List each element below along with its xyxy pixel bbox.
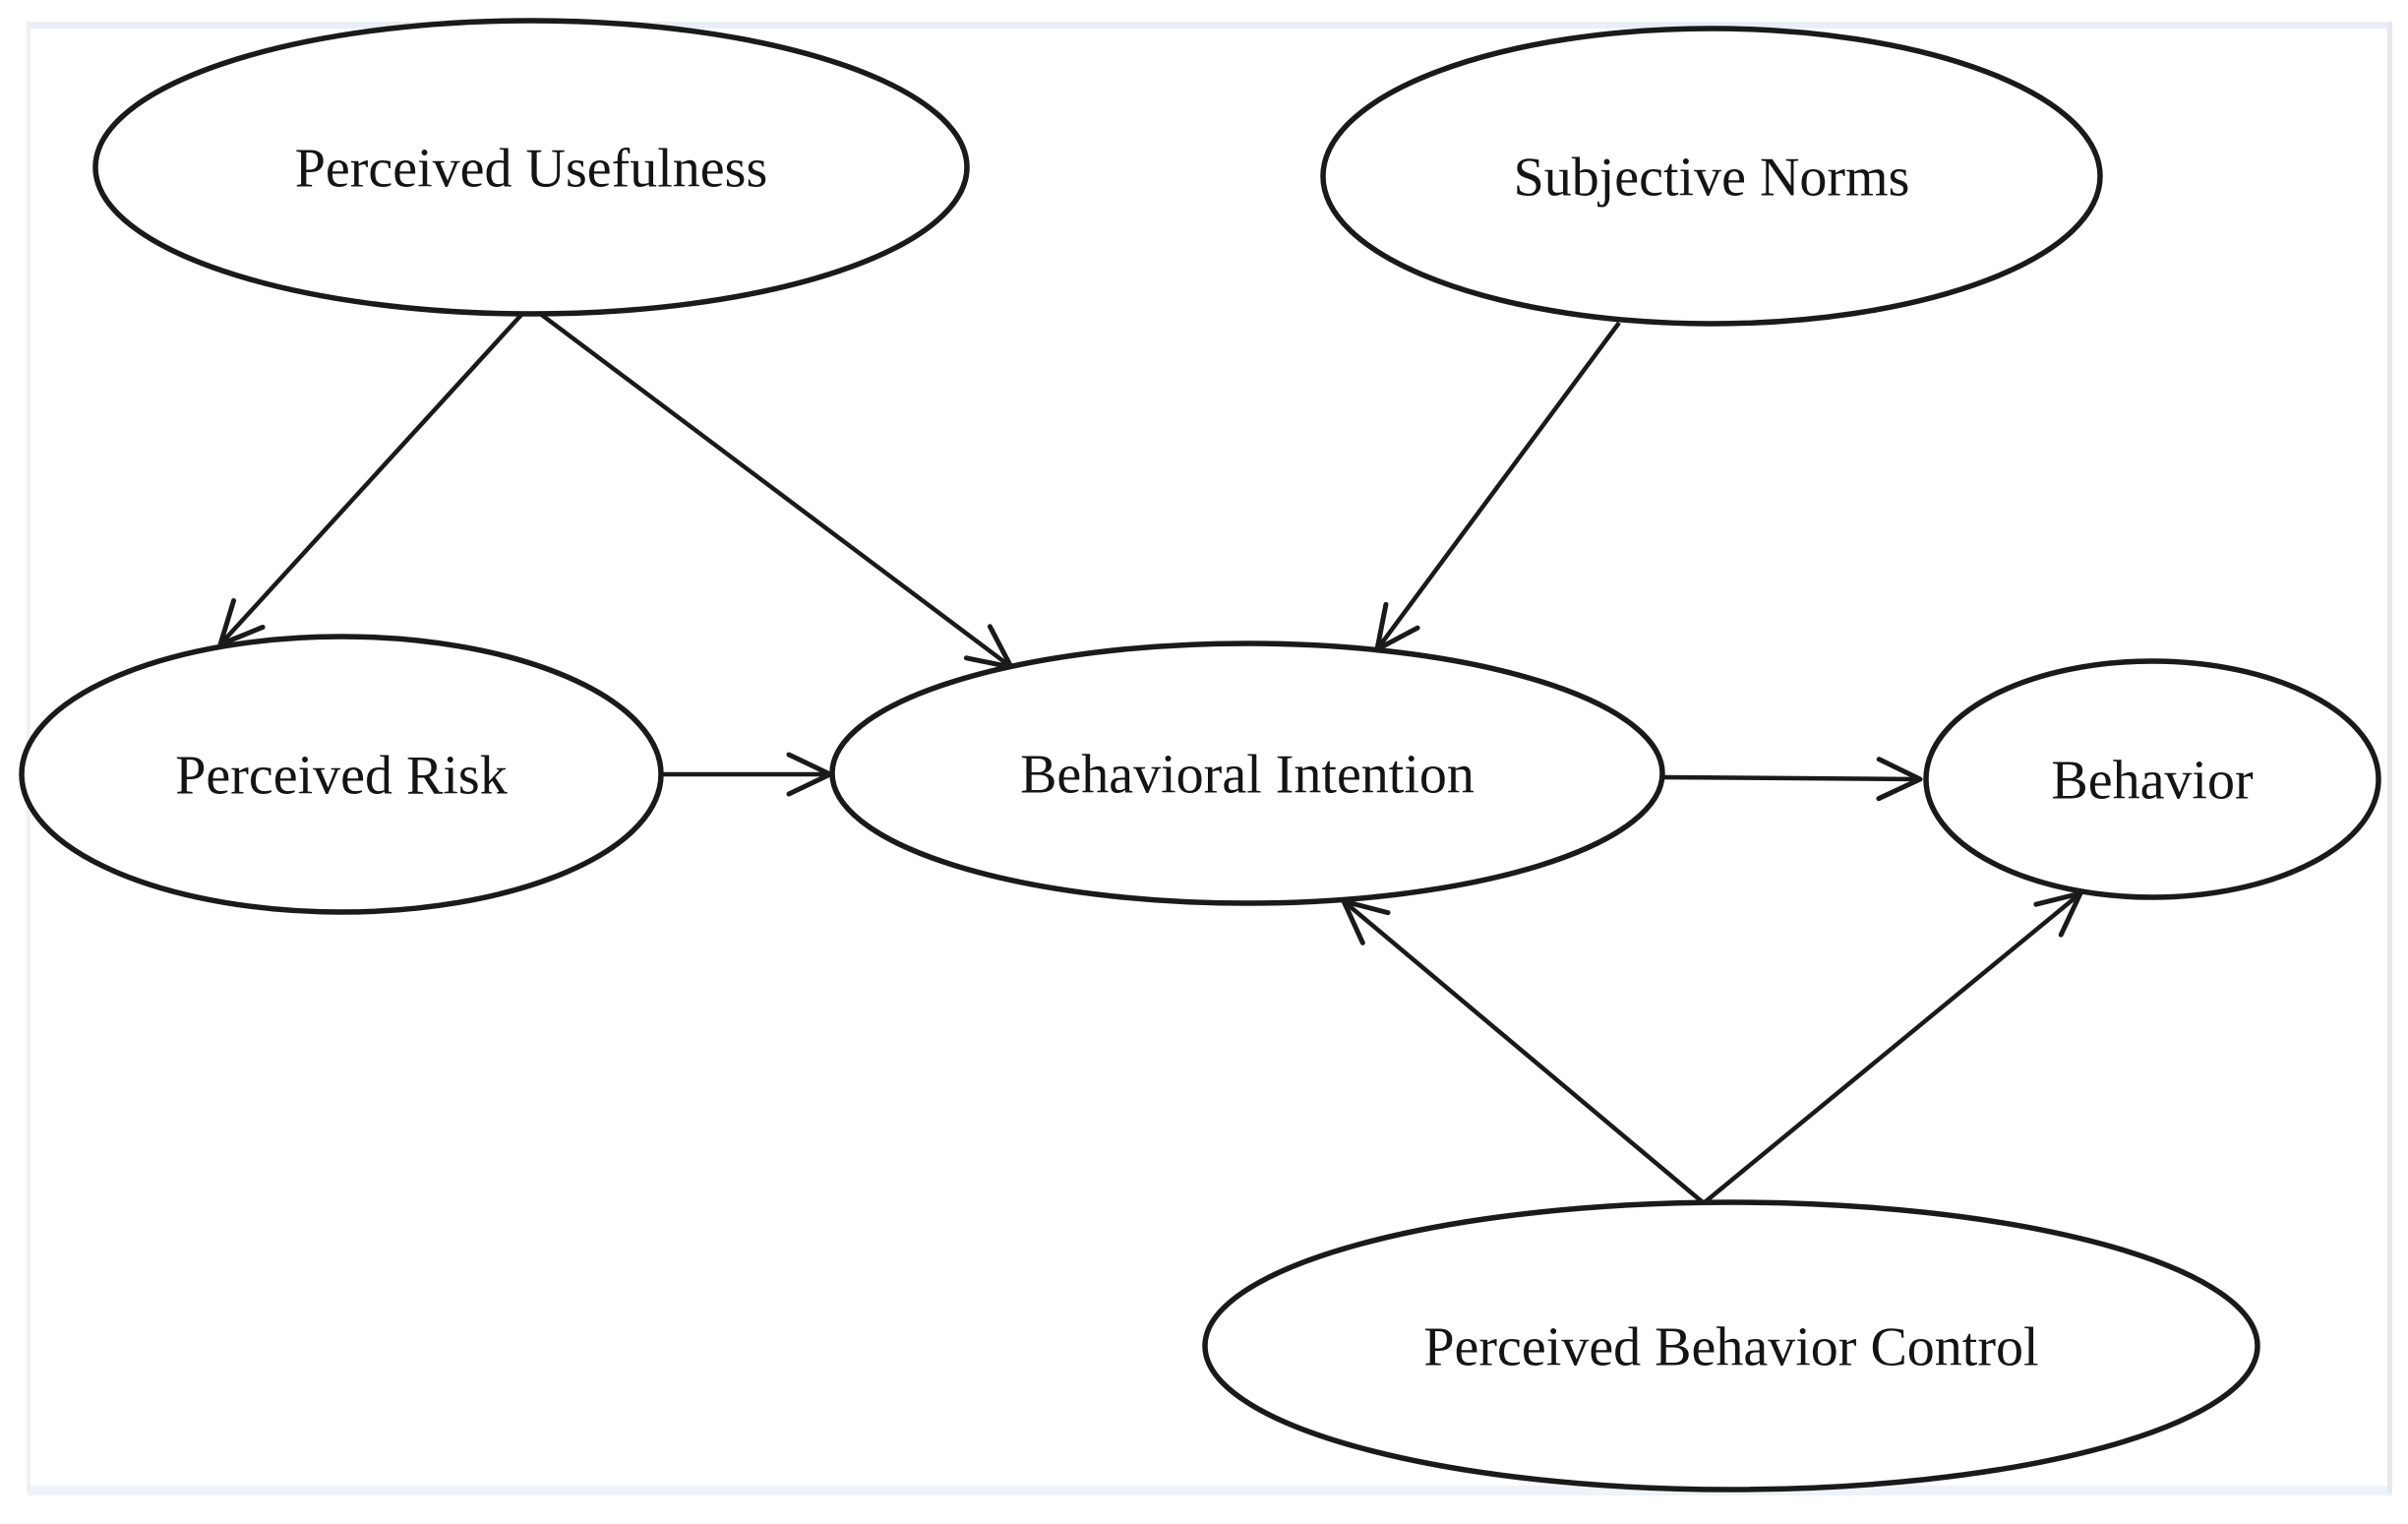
node-subjective-norms: Subjective Norms (1320, 26, 2103, 327)
node-ellipse-perceived-behavior-control (1202, 1199, 2260, 1493)
arrow-perceived-usefulness-to-behavioral-intention (537, 311, 1014, 670)
arrow-behavioral-intention-to-behavior (1660, 757, 1923, 802)
node-label-perceived-behavior-control: Perceived Behavior Control (1423, 1317, 2038, 1378)
node-ellipse-subjective-norms (1320, 26, 2103, 327)
node-label-perceived-usefulness: Perceived Usefulness (295, 139, 768, 200)
nodes-layer: Perceived Usefulness Subjective NormsPerc… (19, 18, 2381, 1493)
node-label-subjective-norms: Subjective Norms (1514, 148, 1910, 209)
node-behavior: Behavior (1923, 658, 2381, 900)
arrow-subjective-norms-to-behavioral-intention (1374, 321, 1621, 652)
node-ellipse-perceived-risk (19, 634, 664, 915)
node-label-behavior: Behavior (2051, 751, 2254, 812)
page-frame-bottom-border (28, 1486, 2392, 1495)
node-ellipse-behavior (1923, 658, 2381, 900)
page-frame-top-border (28, 22, 2392, 29)
node-ellipse-perceived-usefulness (92, 18, 970, 317)
node-ellipse-behavioral-intention (829, 640, 1665, 906)
node-perceived-usefulness: Perceived Usefulness (92, 18, 970, 317)
arrow-perceived-behavior-control-to-behavioral-intention (1341, 898, 1705, 1204)
node-perceived-behavior-control: Perceived Behavior Control (1202, 1199, 2260, 1493)
arrow-perceived-usefulness-to-perceived-risk (217, 313, 523, 647)
node-label-behavioral-intention: Behavioral Intention (1020, 745, 1475, 806)
node-perceived-risk: Perceived Risk (19, 634, 664, 915)
node-label-perceived-risk: Perceived Risk (175, 746, 507, 807)
node-behavioral-intention: Behavioral Intention (829, 640, 1665, 906)
arrows-layer (217, 311, 2083, 1204)
page-frame-right-border (2387, 22, 2392, 1493)
arrow-perceived-behavior-control-to-behavior (1703, 890, 2083, 1204)
